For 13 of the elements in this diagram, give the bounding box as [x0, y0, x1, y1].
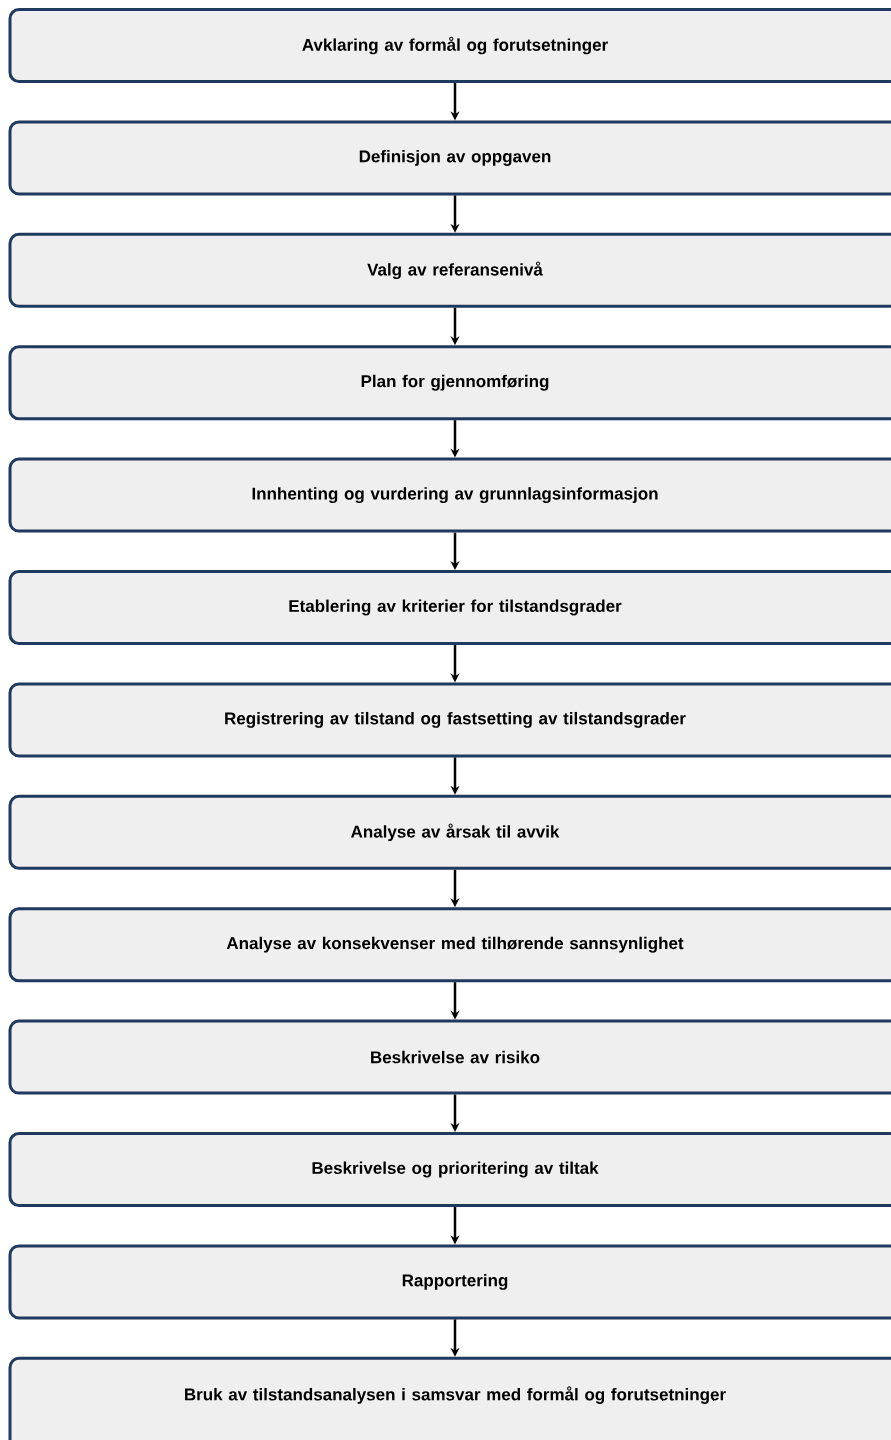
process-box: Bruk av tilstandsanalysen i samsvar med formål og forutsetninger	[8, 1356, 891, 1440]
process-box: Registrering av tilstand og fastsetting av tilstandsgrader	[8, 682, 891, 758]
process-box: Innhenting og vurdering av grunnlagsinformasjon	[8, 457, 891, 533]
process-box: Definisjon av oppgaven	[8, 120, 891, 196]
process-box: Etablering av kriterier for tilstandsgrader	[8, 570, 891, 645]
process-box: Analyse av konsekvenser med tilhørende sannsynlighet	[8, 907, 891, 983]
process-box: Rapportering	[8, 1244, 891, 1320]
process-box: Plan for gjennomføring	[8, 345, 891, 421]
process-box: Beskrivelse av risiko	[8, 1019, 891, 1095]
process-box: Valg av referansenivå	[8, 232, 891, 308]
process-box: Beskrivelse og prioritering av tiltak	[8, 1132, 891, 1207]
process-box: Avklaring av formål og forutsetninger	[8, 8, 891, 83]
process-box: Analyse av årsak til avvik	[8, 794, 891, 870]
